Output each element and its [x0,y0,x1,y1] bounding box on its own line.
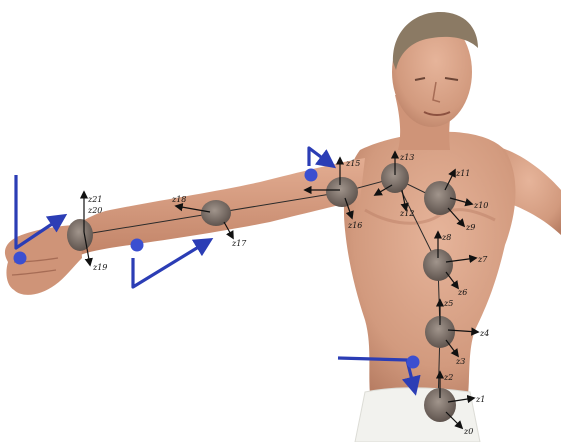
label-spine-b: z7 [477,255,488,264]
label-spine-c: z6 [457,288,467,297]
label-neck-low: z12 [399,209,414,218]
label-spine-f: z3 [455,357,465,366]
label-neck-top: z13 [399,153,414,162]
rotation-dot-shoulder [305,169,318,182]
joint-elbow [201,200,231,226]
label-pelvis-b: z1 [475,395,485,404]
label-elbow-a: z18 [171,195,186,204]
rotation-dot-pelvis [407,356,420,369]
rotation-arrow-elbow [133,240,210,287]
label-spine-a: z8 [441,233,451,242]
label-clav-mid: z10 [473,201,488,210]
label-wrist-mid: z20 [87,206,102,215]
label-shoulder-low: z16 [347,221,362,230]
label-shoulder-top: z15 [345,159,360,168]
label-clav-low: z9 [465,223,475,232]
rotation-dot-elbow [131,239,144,252]
label-wrist-top: z21 [87,195,102,204]
label-clav-top: z11 [455,169,470,178]
rotation-dot-wrist [14,252,27,265]
rotation-arrow-shoulder [309,148,333,166]
label-pelvis-a: z2 [443,373,453,382]
shorts [355,388,480,442]
joint-wrist [67,219,93,251]
label-spine-e: z4 [479,329,489,338]
label-wrist-low: z19 [92,263,107,272]
joint-shoulder [326,177,358,207]
label-pelvis-c: z0 [463,427,473,436]
label-spine-d: z5 [443,299,453,308]
label-elbow-b: z17 [231,239,247,248]
